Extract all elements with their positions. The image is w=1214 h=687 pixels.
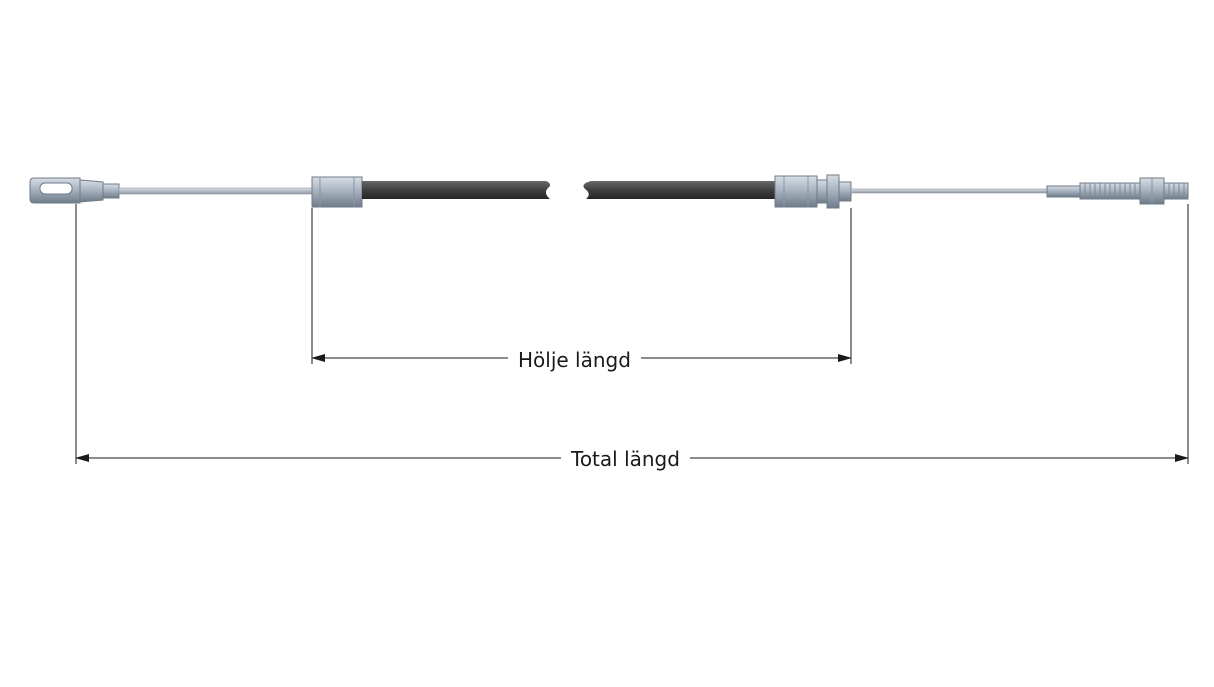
left-wire bbox=[118, 187, 316, 195]
right-fitting bbox=[774, 174, 852, 209]
threaded-end bbox=[1046, 177, 1189, 205]
casing-left bbox=[362, 181, 551, 199]
clevis-end bbox=[29, 177, 120, 204]
right-wire bbox=[850, 188, 1050, 194]
left-ferrule bbox=[311, 176, 363, 208]
casing-length-label: Hölje längd bbox=[508, 348, 641, 372]
total-length-label: Total längd bbox=[561, 447, 690, 471]
casing-right bbox=[583, 181, 776, 199]
extension-lines bbox=[75, 204, 1189, 464]
